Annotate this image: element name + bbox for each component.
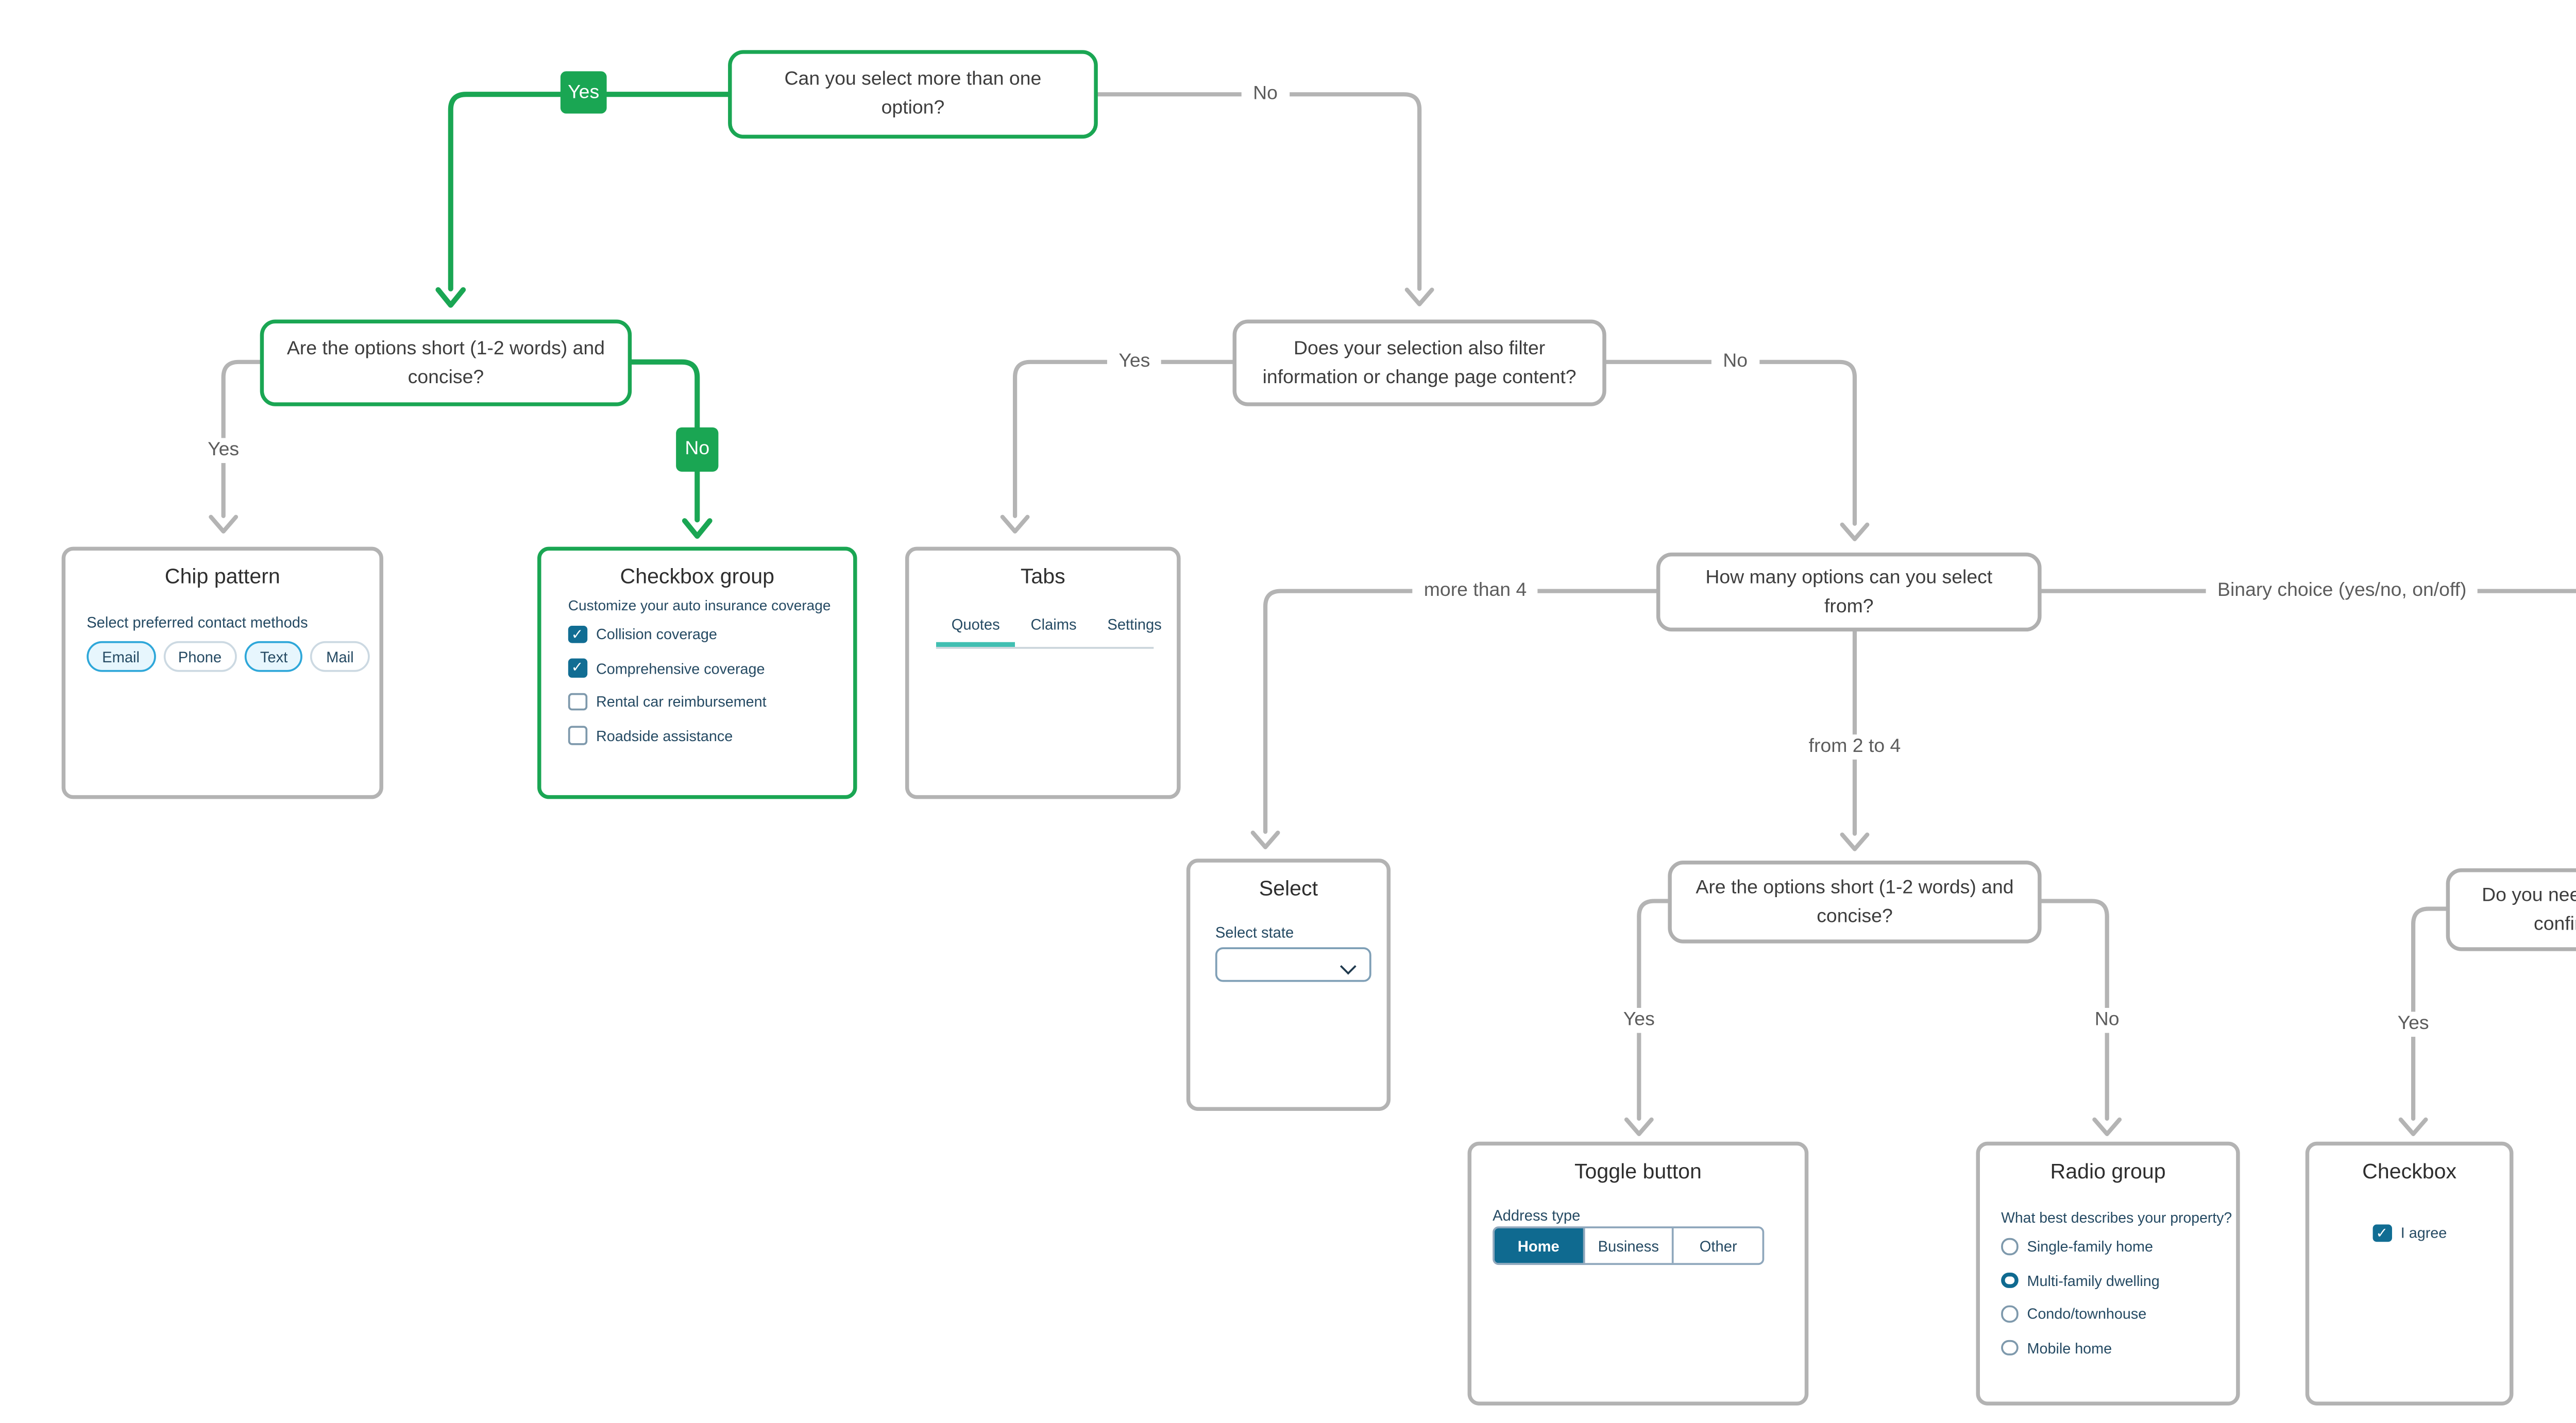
arrow-down-icon [435,287,466,308]
question-options-short-1: Are the options short (1-2 words) and co… [260,319,632,406]
checkbox-option-label: Roadside assistance [596,727,733,744]
agree-checkbox-row[interactable]: ✓ I agree [2372,1223,2447,1244]
radio-option[interactable]: Single-family home [2001,1236,2153,1257]
arrow-down-icon [209,515,239,534]
tab-quotes[interactable]: Quotes [936,616,1015,647]
arrow-down-icon [2092,1117,2122,1136]
chevron-down-icon [1340,957,1357,974]
branch-label-yes: Yes [1612,1008,1667,1033]
chip-pattern-card: Chip pattern Select preferred contact me… [61,546,383,799]
toggle-option-home[interactable]: Home [1494,1228,1583,1263]
chip-email[interactable]: Email [87,641,155,672]
toggle-button-card: Toggle button Address type Home Business… [1467,1141,1809,1405]
checkbox-option[interactable]: ✓ Comprehensive coverage [568,658,765,679]
branch-label-yes: Yes [1107,349,1162,375]
branch-label-no: No [1241,81,1290,107]
radio-unselected-icon[interactable] [2001,1238,2018,1255]
arrow-down-icon [1250,830,1280,849]
card-title: Tabs [1020,566,1065,589]
edge-q2-yes [221,359,262,518]
edge-q5-yes [1637,899,1670,1121]
radio-unselected-icon[interactable] [2001,1339,2018,1356]
toggle-option-business[interactable]: Business [1582,1228,1672,1263]
radio-unselected-icon[interactable] [2001,1306,2018,1323]
edge-q2-no [629,359,700,523]
toggle-option-other[interactable]: Other [1672,1228,1762,1263]
card-title: Select [1259,878,1318,901]
checked-checkbox-icon[interactable]: ✓ [2372,1224,2392,1243]
question-filters-content: Does your selection also filter informat… [1232,319,1606,406]
radio-option-label: Single-family home [2027,1238,2153,1256]
toggle-group-label: Address type [1493,1207,1581,1225]
card-title: Checkbox [2362,1161,2457,1185]
checkbox-option-label: Comprehensive coverage [596,659,765,677]
arrow-down-icon [1404,287,1434,306]
checked-checkbox-icon[interactable]: ✓ [568,659,587,677]
branch-label-no: No [2083,1008,2131,1033]
checkbox-group-label: Customize your auto insurance coverage [568,596,831,614]
arrow-down-icon [1000,515,1030,534]
card-title: Radio group [2050,1161,2166,1185]
arrow-down-icon [1840,832,1870,851]
edge-q5-no [2039,899,2109,1121]
question-multi-select: Can you select more than one option? [728,50,1098,139]
chip-phone[interactable]: Phone [162,641,237,672]
card-title: Toggle button [1574,1161,1702,1185]
question-how-many-options: How many options can you select from? [1656,552,2042,632]
branch-label-binary-choice: Binary choice (yes/no, on/off) [2206,578,2478,604]
checkbox-option[interactable]: Rental car reimbursement [568,691,767,712]
checkbox-option[interactable]: Roadside assistance [568,725,733,746]
edge-q6-yes [2411,906,2448,1121]
branch-badge-yes: Yes [560,71,607,114]
radio-option[interactable]: Mobile home [2001,1337,2112,1358]
radio-group-card: Radio group What best describes your pro… [1976,1141,2240,1405]
checkbox-option[interactable]: ✓ Collision coverage [568,624,717,645]
radio-option-label: Condo/townhouse [2027,1305,2147,1323]
tab-claims[interactable]: Claims [1030,616,1077,633]
arrow-down-icon [1624,1117,1654,1136]
checked-checkbox-icon[interactable]: ✓ [568,625,587,644]
unchecked-checkbox-icon[interactable] [568,692,587,711]
radio-group-label: What best describes your property? [2001,1209,2232,1227]
branch-label-yes: Yes [196,438,251,464]
select-card: Select Select state [1186,859,1391,1111]
select-label: Select state [1215,924,1294,942]
arrow-down-icon [1840,522,1870,541]
chip-group-label: Select preferred contact methods [87,614,308,632]
card-title: Chip pattern [164,566,280,589]
radio-option-label: Multi-family dwelling [2027,1272,2160,1289]
arrow-down-icon [682,518,713,539]
card-title: Checkbox group [620,566,774,589]
edge-q3-yes [1012,359,1235,518]
checkbox-option-label: I agree [2400,1224,2447,1242]
edge-q1-yes [448,92,731,292]
edge-q4-binary [2039,589,2576,593]
radio-option[interactable]: Condo/townhouse [2001,1304,2146,1325]
checkbox-card: Checkbox ✓ I agree [2305,1141,2514,1405]
edge-q3-no [1604,359,1857,526]
branch-badge-no: No [676,427,719,472]
radio-option-label: Mobile home [2027,1339,2112,1357]
branch-label-more-than-4: more than 4 [1412,578,1538,604]
radio-selected-icon[interactable] [2001,1272,2018,1289]
branch-label-no: No [1711,349,1759,375]
question-options-short-2: Are the options short (1-2 words) and co… [1668,861,2042,944]
branch-label-yes: Yes [2386,1011,2441,1037]
tab-settings[interactable]: Settings [1107,616,1162,633]
checkbox-option-label: Rental car reimbursement [596,693,767,711]
checkbox-group-card: Checkbox group Customize your auto insur… [537,546,857,799]
branch-label-from-2-to-4: from 2 to 4 [1797,734,1912,760]
state-select-dropdown[interactable] [1215,947,1371,982]
chip-text[interactable]: Text [244,641,303,672]
radio-option[interactable]: Multi-family dwelling [2001,1270,2160,1291]
unchecked-checkbox-icon[interactable] [568,726,587,745]
arrow-down-icon [2398,1117,2428,1136]
question-confirm-action: Do you need an additional action to conf… [2446,868,2576,951]
edge-q4-more4 [1263,589,1659,834]
chip-mail[interactable]: Mail [311,641,369,672]
checkbox-option-label: Collision coverage [596,625,717,643]
tabs-card: Tabs Quotes Claims Settings [905,546,1181,799]
edge-q1-no [1095,92,1422,291]
